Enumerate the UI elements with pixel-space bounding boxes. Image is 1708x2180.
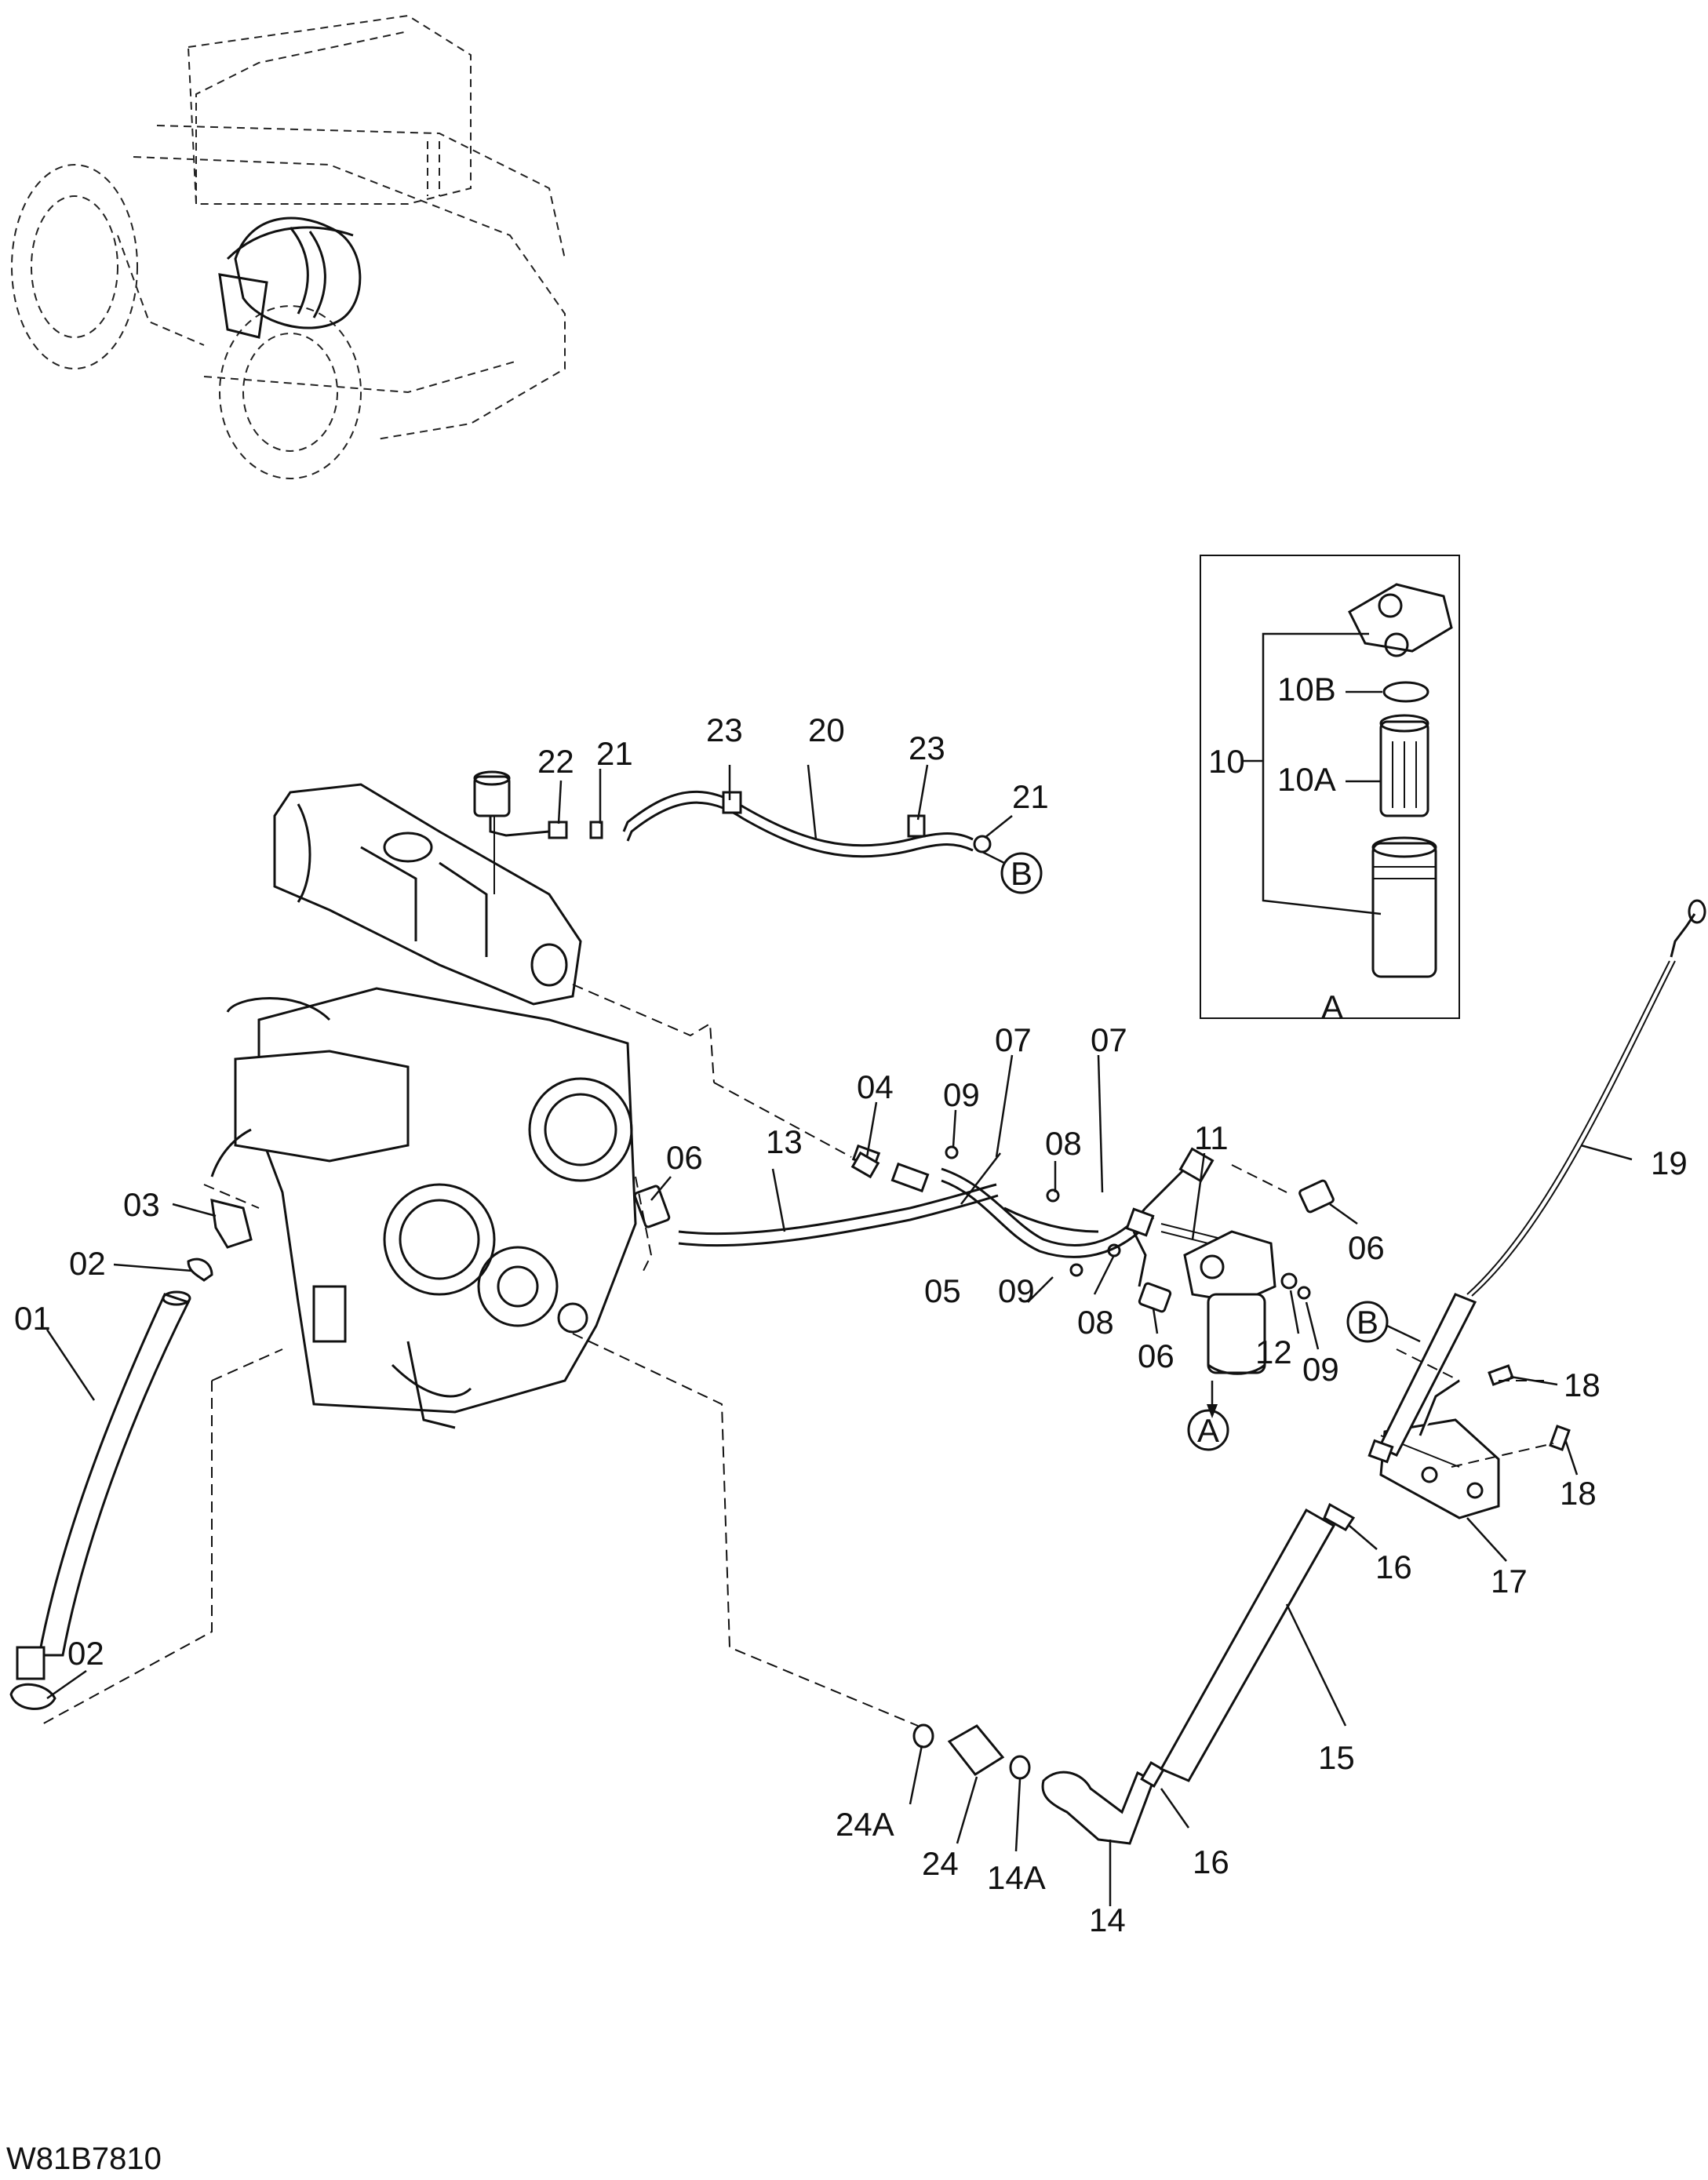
- callout-23-left: 23: [706, 712, 743, 748]
- callout-09-upper: 09: [943, 1076, 980, 1113]
- callout-22: 22: [537, 743, 574, 780]
- callout-10: 10: [1208, 743, 1245, 780]
- callout-14a: 14A: [987, 1859, 1046, 1896]
- callout-09-right: 09: [1302, 1351, 1339, 1388]
- callout-04: 04: [857, 1068, 894, 1105]
- detail-box-a: 10 10B 10A A: [1200, 555, 1460, 1025]
- callout-18-upper: 18: [1564, 1367, 1601, 1403]
- callout-16-upper: 16: [1375, 1549, 1412, 1585]
- ref-circle-a: [1187, 1409, 1229, 1451]
- callout-15: 15: [1318, 1739, 1355, 1776]
- callout-06-lower: 06: [1138, 1337, 1174, 1374]
- part-15-pipe: [1159, 1502, 1356, 1782]
- callout-06-right: 06: [1348, 1229, 1385, 1266]
- callout-19: 19: [1651, 1145, 1688, 1181]
- callout-08-lower: 08: [1077, 1304, 1114, 1341]
- callout-24a: 24A: [836, 1806, 894, 1843]
- part-17-bracket: [1379, 1364, 1571, 1519]
- small-fittings: [633, 1151, 1335, 1313]
- ref-circle-b-right-label: B: [1357, 1304, 1378, 1341]
- leader-lines: [46, 764, 1633, 1906]
- callout-21-left: 21: [596, 735, 633, 772]
- dashed-connection-lines: [38, 984, 1460, 1727]
- callout-07-right: 07: [1091, 1021, 1127, 1058]
- ref-circle-b-top: [1000, 852, 1043, 894]
- callout-01: 01: [14, 1300, 51, 1337]
- callout-20: 20: [808, 712, 845, 748]
- ref-circle-a-label: A: [1197, 1412, 1219, 1449]
- drawing-code: W81B7810: [6, 2142, 162, 2176]
- callout-16-lower: 16: [1193, 1843, 1229, 1880]
- part-19-dipstick: [1367, 899, 1706, 1464]
- callout-14: 14: [1089, 1902, 1126, 1938]
- callout-13: 13: [766, 1123, 803, 1160]
- callout-18-lower: 18: [1560, 1475, 1597, 1512]
- callout-02-lower: 02: [67, 1635, 104, 1672]
- callout-08-upper: 08: [1045, 1125, 1082, 1162]
- callout-06-left: 06: [666, 1139, 703, 1176]
- callout-12: 12: [1255, 1334, 1292, 1370]
- callout-11: 11: [1194, 1119, 1229, 1156]
- reference-circles: B B A: [981, 850, 1421, 1451]
- ref-circle-b-right: [1346, 1301, 1389, 1343]
- part-20-hose: [622, 790, 992, 858]
- callout-03: 03: [123, 1186, 160, 1223]
- callout-23-right: 23: [909, 730, 945, 766]
- callout-02-upper: 02: [69, 1245, 106, 1282]
- part-01-hose: [9, 1199, 253, 1710]
- ref-circle-b-top-label: B: [1011, 855, 1032, 892]
- callout-05: 05: [924, 1272, 961, 1309]
- machine-overview-illustration: [11, 14, 566, 479]
- detail-box-caption: A: [1321, 988, 1343, 1025]
- callout-labels: 01 02 02 03 04 05 06 06 06 07 07 08 08 0…: [14, 712, 1688, 1938]
- callout-10a: 10A: [1277, 761, 1336, 798]
- callout-21-right: 21: [1012, 778, 1049, 815]
- callout-17: 17: [1491, 1563, 1528, 1600]
- drain-fittings: [912, 1723, 1165, 1845]
- callout-24: 24: [922, 1845, 959, 1882]
- transmission-housing: [210, 783, 637, 1429]
- callout-09-lower: 09: [998, 1272, 1035, 1309]
- filter-assembly: [1183, 1230, 1276, 1418]
- callout-10b: 10B: [1277, 671, 1336, 708]
- callout-07-left: 07: [995, 1021, 1032, 1058]
- part-22-fitting: [473, 770, 603, 839]
